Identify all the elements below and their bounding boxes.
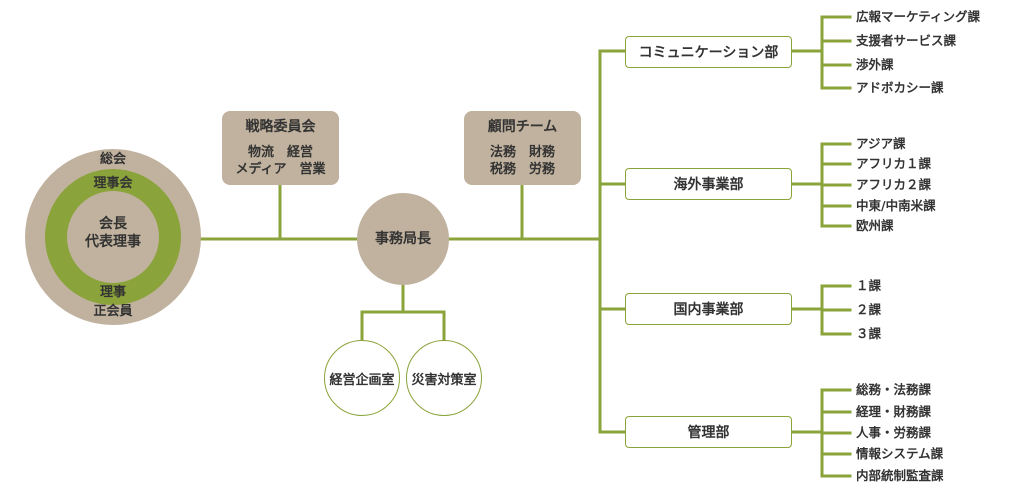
section-label: 欧州課 <box>856 218 894 233</box>
section-label: アフリカ１課 <box>856 156 932 171</box>
office-label-disaster: 災害対策室 <box>411 372 477 388</box>
advisory-team-title: 顧問チーム <box>487 119 558 135</box>
section-label: 広報マーケティング課 <box>856 9 981 24</box>
general-assembly-label: 総会 <box>99 152 126 167</box>
section-label: 情報システム課 <box>856 446 944 461</box>
department-label: 国内事業部 <box>673 302 744 318</box>
advisory-team-line2: 税務 労務 <box>489 162 555 177</box>
strategy-committee-line1: 物流 経営 <box>247 145 313 160</box>
section-label: １課 <box>856 278 882 293</box>
section-label: 経理・財務課 <box>856 404 932 419</box>
board-label-bottom: 理事 <box>99 285 126 300</box>
section-label: ３課 <box>856 326 882 341</box>
advisory-team-line1: 法務 財務 <box>489 145 555 160</box>
department-label: コミュニケーション部 <box>638 45 779 61</box>
board-label-top: 理事会 <box>93 176 133 191</box>
office-label-planning: 経営企画室 <box>329 372 395 388</box>
section-label: アジア課 <box>856 136 906 151</box>
section-label: 渉外課 <box>856 57 894 72</box>
department-box-administration: 管理部 <box>625 416 792 448</box>
secretary-general-circle <box>357 193 449 285</box>
department-box-communication: コミュニケーション部 <box>625 36 792 68</box>
section-label: 中東/中南米課 <box>856 198 936 213</box>
department-label: 海外事業部 <box>673 177 744 193</box>
secretary-general-label: 事務局長 <box>375 231 431 247</box>
chairman-circle <box>67 191 159 283</box>
representative-director-label: 代表理事 <box>85 234 141 250</box>
chairman-label: 会長 <box>99 216 127 232</box>
strategy-committee-box: 戦略委員会 物流 経営 メディア 営業 <box>222 111 339 185</box>
department-box-domestic: 国内事業部 <box>625 293 792 325</box>
office-circle-planning: 経営企画室 <box>324 340 400 416</box>
department-label: 管理部 <box>687 425 730 441</box>
section-label: 人事・労務課 <box>856 425 932 440</box>
section-label: 支援者サービス課 <box>856 33 957 48</box>
strategy-committee-title: 戦略委員会 <box>245 119 316 135</box>
strategy-committee-line2: メディア 営業 <box>235 162 326 177</box>
advisory-team-box: 顧問チーム 法務 財務 税務 労務 <box>464 111 581 185</box>
regular-members-label: 正会員 <box>93 304 133 319</box>
section-label: 内部統制監査課 <box>856 468 944 483</box>
section-label: アフリカ２課 <box>856 177 932 192</box>
section-label: アドボカシー課 <box>856 80 944 95</box>
section-label: 総務・法務課 <box>856 382 932 397</box>
section-label: ２課 <box>856 302 882 317</box>
department-box-overseas: 海外事業部 <box>625 168 792 200</box>
office-circle-disaster: 災害対策室 <box>406 340 482 416</box>
